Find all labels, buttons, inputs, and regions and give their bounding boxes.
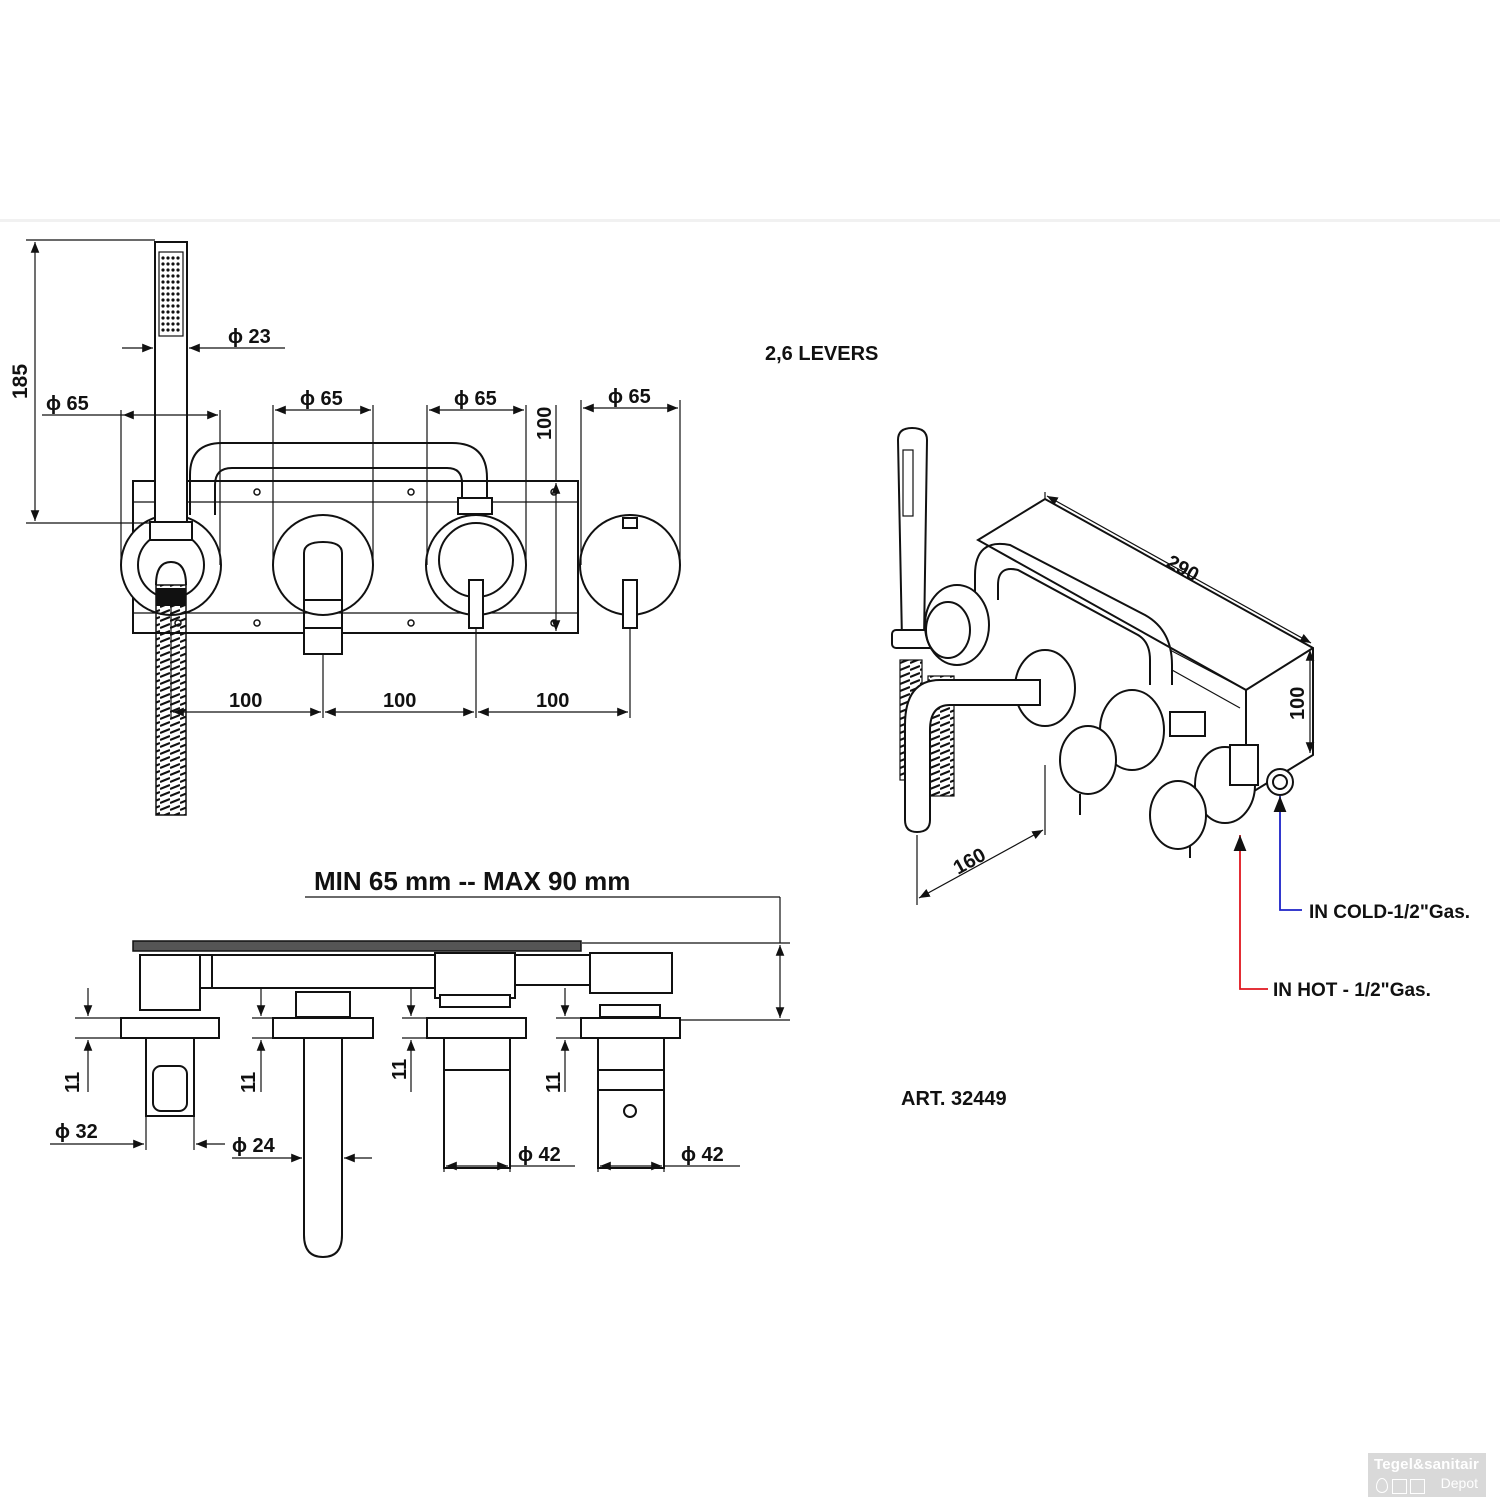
drop-icon bbox=[1376, 1478, 1388, 1493]
shower-nozzles bbox=[161, 256, 180, 332]
watermark-brand-bottom: Depot bbox=[1440, 1475, 1478, 1491]
dim-iso-spout: 160 bbox=[950, 844, 990, 879]
iso-spout bbox=[904, 679, 1041, 834]
dim-height-total: 185 bbox=[9, 364, 32, 399]
iso-title: 2,6 LEVERS bbox=[765, 343, 878, 365]
watermark-brand-top: Tegel&sanitair bbox=[1374, 1456, 1480, 1473]
side-view: MIN 65 mm -- MAX 90 mm bbox=[50, 866, 790, 1259]
dim-depth-1: 11 bbox=[62, 1072, 84, 1093]
dim-iso-height: 100 bbox=[1287, 687, 1309, 720]
dim-spacing-2: 100 bbox=[383, 690, 416, 712]
iso-view: 2,6 LEVERS 290 100 160 bbox=[765, 343, 1470, 1110]
iso-hand-shower bbox=[896, 426, 929, 641]
dim-depth-2: 11 bbox=[238, 1072, 260, 1093]
side-handle-2 bbox=[597, 1037, 665, 1169]
tile-icon bbox=[1410, 1479, 1425, 1494]
cold-leader-line bbox=[1273, 796, 1302, 911]
connecting-pipe bbox=[189, 442, 488, 515]
iso-cold-inlet bbox=[1266, 768, 1294, 796]
article-number: ART. 32449 bbox=[901, 1088, 1007, 1110]
dim-iso-length: 290 bbox=[1163, 551, 1203, 586]
brand-watermark: Tegel&sanitair Depot bbox=[1368, 1453, 1486, 1497]
dim-escutcheon-2: ϕ 65 bbox=[300, 388, 343, 410]
hot-leader-line bbox=[1233, 835, 1268, 990]
dim-handle-dia-1: ϕ 42 bbox=[518, 1144, 561, 1166]
dim-spout-dia: ϕ 24 bbox=[232, 1135, 276, 1157]
hand-shower bbox=[154, 241, 188, 528]
dim-depth-3: 11 bbox=[389, 1059, 411, 1080]
dim-depth-4: 11 bbox=[543, 1072, 565, 1093]
dim-escutcheon-3: ϕ 65 bbox=[454, 388, 497, 410]
side-view-title: MIN 65 mm -- MAX 90 mm bbox=[314, 866, 630, 896]
side-handle-1 bbox=[443, 1037, 511, 1169]
dim-spacing-1: 100 bbox=[229, 690, 262, 712]
side-wall-plate bbox=[132, 940, 582, 952]
cold-inlet-label: IN COLD-1/2"Gas. bbox=[1309, 902, 1470, 923]
dim-spacing-3: 100 bbox=[536, 690, 569, 712]
spout-front bbox=[303, 627, 343, 655]
side-escutcheon-2 bbox=[272, 1017, 374, 1039]
side-escutcheon-3 bbox=[426, 1017, 527, 1039]
front-view: 185 ϕ 23 ϕ 65 ϕ 65 ϕ 65 ϕ 65 100 bbox=[9, 239, 681, 816]
dim-escutcheon-1: ϕ 65 bbox=[46, 393, 89, 415]
dim-handle-dia-2: ϕ 42 bbox=[681, 1144, 724, 1166]
depth-dims bbox=[75, 988, 581, 1092]
dim-escutcheon-4: ϕ 65 bbox=[608, 386, 651, 408]
hot-inlet-label: IN HOT - 1/2"Gas. bbox=[1273, 980, 1431, 1001]
side-escutcheon-4 bbox=[580, 1017, 681, 1039]
tile-icon bbox=[1392, 1479, 1407, 1494]
separator-line bbox=[0, 219, 1500, 222]
dim-holder-dia: ϕ 32 bbox=[55, 1121, 98, 1143]
dim-handshower-dia: ϕ 23 bbox=[228, 326, 271, 348]
dim-plate-height: 100 bbox=[534, 407, 556, 440]
side-spout bbox=[303, 1037, 343, 1259]
side-escutcheon-1 bbox=[120, 1017, 220, 1039]
